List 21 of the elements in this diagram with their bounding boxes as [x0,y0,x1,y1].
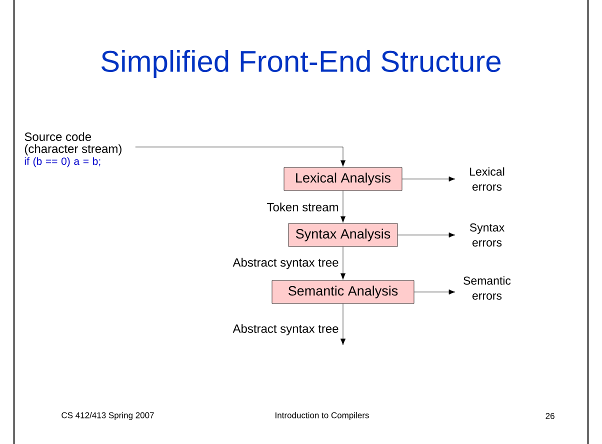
arrow [398,232,456,238]
arrow [402,176,456,182]
error-text: Lexical errors [470,167,504,191]
edge-label: Abstract syntax tree [232,324,338,336]
process-box: Semantic Analysis [272,280,414,304]
process-box: Lexical Analysis [284,167,402,191]
edge-label: Abstract syntax tree [232,258,338,270]
edge-label: Token stream [267,202,338,212]
footer-text: 26 [546,413,554,419]
footer-text: CS 412/413 Spring 2007 [62,412,154,420]
title: Simplified Front-End Structure [101,50,501,78]
arrow [340,246,346,280]
arrow [340,304,346,346]
error-text: Syntax errors [470,223,504,247]
process-box: Syntax Analysis [288,223,398,247]
arrow [340,190,346,223]
source-text: Source code (character stream) if (b == 0) a = b; [24,132,122,168]
footer-text: Introduction to Compilers [276,412,369,420]
error-text: Semantic errors [464,276,511,300]
arrow [135,146,346,167]
arrow [414,289,456,295]
